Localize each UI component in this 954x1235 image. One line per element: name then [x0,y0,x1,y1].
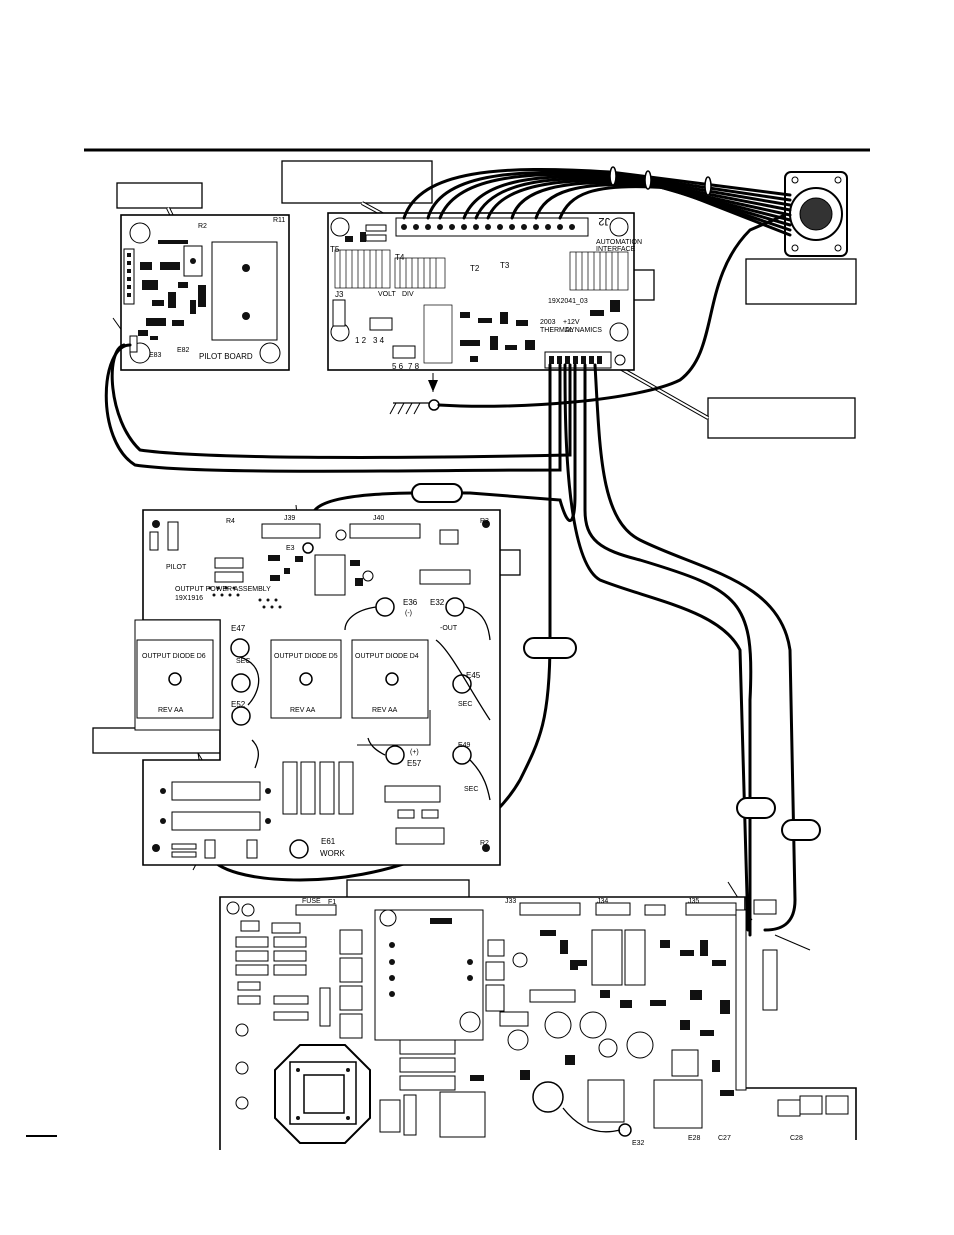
header-78: 7 8 [408,362,420,371]
callout-fiber-optic [707,397,856,439]
diode-module-3: OUTPUT DIODE D4 [355,653,419,660]
pilot-board-label: PILOT BOARD [199,352,253,361]
pos-label: (+) [410,749,419,756]
output-power-title: OUTPUT POWER ASSEMBLY [175,586,271,593]
pilot-label: PILOT [166,564,187,571]
auto-brand-2: DYNAMICS [565,327,602,334]
callout-automation-board [281,160,433,204]
rev-3: REV AA [372,707,398,714]
f1-label: F1 [328,899,336,906]
rev-2: REV AA [290,707,316,714]
control-board: FUSE F1 J33 J34 J35 [219,896,857,1150]
output-power-assembly: R4 R3 R2 PILOT OUTPUT POWER ASSEMBLY 19X… [134,509,501,866]
svg-text:T2: T2 [470,264,480,273]
svg-text:R2: R2 [198,223,207,230]
sec-label-3: SEC [464,786,478,793]
arrow-fiber-inner [619,367,709,419]
out-label: -OUT [440,625,458,632]
auto-plus12v: +12V [563,319,580,326]
callout-pilot-board [116,182,203,209]
neg-label: (-) [405,610,412,617]
e45-label: E45 [466,671,481,680]
j39-label: J39 [284,515,295,522]
sec-label-1: SEC [236,658,250,665]
svg-text:R11: R11 [273,217,285,224]
pilot-board: PILOT BOARD R2 R11 E83 E82 [120,214,290,371]
ground-symbol [389,373,440,415]
callout-connector [745,258,857,305]
c28-cb-label: C28 [790,1135,803,1142]
svg-text:T5: T5 [330,245,340,254]
e47-label: E47 [231,624,246,633]
auto-year: 2003 [540,319,556,326]
svg-text:R3: R3 [480,518,489,525]
e32-label: E32 [430,598,445,607]
e52-label: E52 [231,700,246,709]
wire-harness [402,166,792,237]
fuse-label: FUSE [302,898,321,905]
header-56: 5 6 [392,362,404,371]
e49-label: E49 [458,742,471,749]
e61-label: E61 [321,837,336,846]
svg-text:T4: T4 [395,253,405,262]
volt-label: VOLT [378,291,396,298]
svg-text:E82: E82 [177,347,190,354]
svg-text:T3: T3 [500,261,510,270]
e57-label: E57 [407,759,422,768]
j3-label: J3 [335,290,344,299]
e36-label: E36 [403,598,418,607]
auto-part-number: 19X2041_03 [548,298,588,305]
e3-label: E3 [286,545,295,552]
j2-label: J2 [598,215,610,227]
diode-module-1: OUTPUT DIODE D6 [142,653,206,660]
j33-label: J33 [505,898,516,905]
automation-interface-board: J2 AUTOMATION INTERFACE T5 T4 T2 T3 J3 1… [327,212,642,371]
interface-label-2: INTERFACE [596,246,636,253]
rev-1: REV AA [158,707,184,714]
leader-cb-right [774,934,811,951]
main-wiring [104,213,821,937]
div-label: DIV [402,291,414,298]
j40-label: J40 [373,515,384,522]
j34-label: J34 [597,898,608,905]
sec-label-2: SEC [458,701,472,708]
output-power-pn: 19X1916 [175,595,203,602]
header-12: 1 2 [355,336,367,345]
j35-label: J35 [688,898,699,905]
c27-cb-label: C27 [718,1135,731,1142]
svg-text:E83: E83 [149,352,162,359]
header-34: 3 4 [373,336,385,345]
work-label: WORK [320,849,346,858]
e28-cb-label: E28 [688,1135,701,1142]
diode-module-2: OUTPUT DIODE D5 [274,653,338,660]
interface-label-1: AUTOMATION [596,239,642,246]
svg-text:R4: R4 [226,518,235,525]
automation-connector-plug [784,171,848,257]
auto-brand-1: THERMAL [540,327,574,334]
svg-text:R2: R2 [480,840,489,847]
e32-cb-label: E32 [632,1140,645,1147]
